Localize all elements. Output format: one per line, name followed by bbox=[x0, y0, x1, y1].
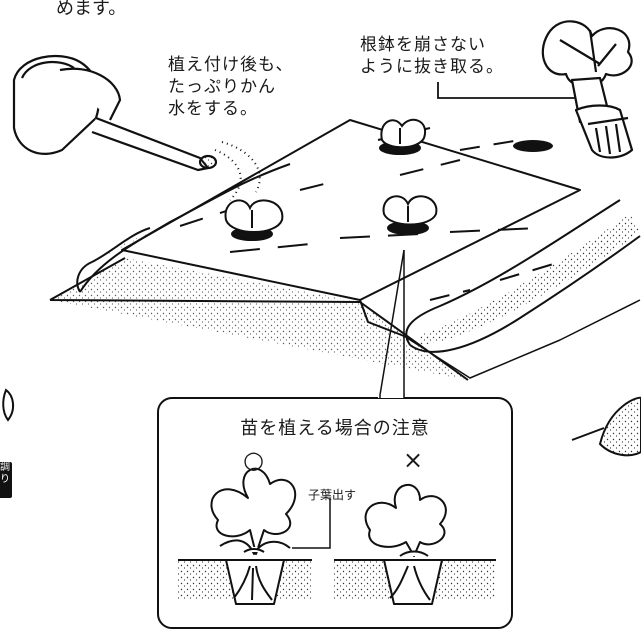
planted-seedling bbox=[224, 199, 284, 241]
planted-seedling bbox=[382, 195, 438, 235]
watering-can bbox=[12, 54, 261, 201]
bad-mark-icon: × bbox=[403, 446, 424, 474]
bed bbox=[49, 119, 641, 396]
planting-hole bbox=[513, 140, 553, 152]
removing-caption: 根鉢を崩さない ように抜き取る。 bbox=[360, 35, 504, 77]
cotyledon-label: 子葉出す bbox=[308, 488, 357, 502]
bad-seedling bbox=[334, 483, 496, 605]
planted-seedling bbox=[379, 118, 427, 155]
bed-fragment bbox=[571, 396, 641, 457]
page-text-fragment: めます。 bbox=[56, 0, 127, 19]
good-seedling bbox=[178, 467, 312, 605]
callout-title: 苗を植える場合の注意 bbox=[240, 418, 430, 439]
side-tab: 調 り bbox=[0, 462, 12, 498]
good-mark-icon: ○ bbox=[243, 446, 264, 474]
leader-line bbox=[437, 82, 576, 99]
left-fragment bbox=[2, 388, 14, 422]
watering-caption: 植え付け後も、 たっぷりかん 水をする。 bbox=[168, 55, 294, 119]
cotyledon-leader bbox=[292, 498, 331, 549]
pulled-seedling bbox=[541, 20, 634, 159]
